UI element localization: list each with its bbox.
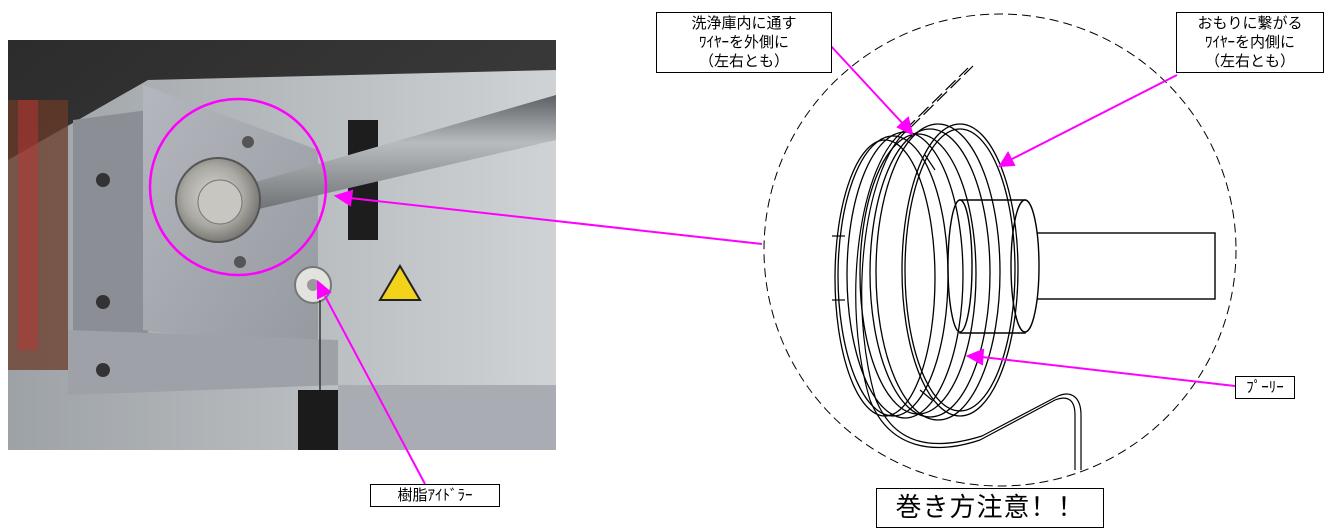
label-wire-inner-line3: （左右とも） [1204,52,1295,70]
label-idler: 樹脂ｱｲﾄﾞﾗｰ [370,484,500,507]
label-wire-inner-line2: ﾜｲﾔｰを内側に [1204,33,1295,51]
pulley-drawing [834,123,1019,421]
hub-drawing [947,199,1040,334]
label-wire-outer-line2: ﾜｲﾔｰを外側に [698,33,789,51]
label-wire-outer-line3: （左右とも） [698,52,789,70]
label-wire-inner: おもりに繋がる ﾜｲﾔｰを内側に （左右とも） [1176,12,1324,73]
label-wire-outer: 洗浄庫内に通す ﾜｲﾔｰを外側に （左右とも） [656,12,832,73]
bolt-1 [96,173,110,187]
wire-drawing [832,65,1082,470]
label-caution: 巻き方注意！！ [876,488,1104,528]
bolt-2 [96,295,110,309]
bolt-4 [242,136,254,148]
bolt-5 [234,256,246,268]
label-pulley: ﾌﾟｰﾘｰ [1235,376,1295,399]
lower-panel [338,385,556,450]
shaft-drawing [1005,232,1216,300]
label-idler-text: 樹脂ｱｲﾄﾞﾗｰ [397,486,473,504]
weight-photo [298,390,340,450]
bottom-bracket [68,330,338,395]
detail-dashed-circle [763,13,1237,487]
side-plate [73,110,148,355]
label-wire-outer-line1: 洗浄庫内に通す [691,14,797,32]
label-caution-text: 巻き方注意！！ [895,493,1085,523]
bolt-3 [96,363,110,377]
label-pulley-text: ﾌﾟｰﾘｰ [1246,378,1284,396]
label-wire-inner-line1: おもりに繋がる [1197,14,1303,32]
red-wiring [18,100,38,350]
pulley-hub-photo [197,179,243,225]
machine-photo [8,40,556,450]
idler-center [307,279,319,291]
